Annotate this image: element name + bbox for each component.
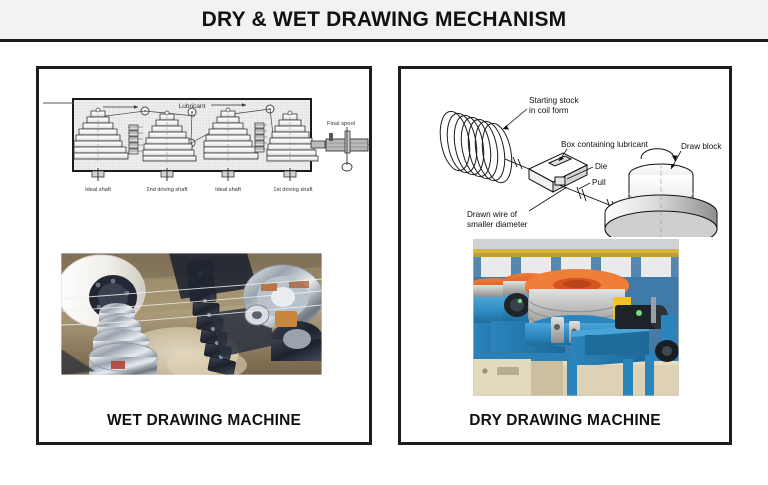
panel-caption-wet: WET DRAWING MACHINE	[106, 412, 302, 429]
label-starting-stock-line1: Starting stock	[529, 96, 580, 105]
label-draw-block: Draw block	[681, 142, 722, 151]
wet-drawing-machine-photo	[61, 253, 322, 375]
label-drawn-wire-line2: smaller diameter	[467, 220, 528, 229]
label-ideal-shaft-2: Ideal shaft	[215, 187, 241, 193]
wet-drawing-schematic: Lubricant	[43, 81, 369, 201]
label-final-spool: Final spool	[327, 121, 355, 127]
header-band: DRY & WET DRAWING MECHANISM	[0, 0, 768, 42]
label-lubricant: Lubricant	[179, 103, 206, 110]
label-drawn-wire-line1: Drawn wire of	[467, 210, 518, 219]
label-pull: Pull	[592, 178, 606, 187]
label-ideal-shaft-1: Ideal shaft	[85, 187, 111, 193]
page-title: DRY & WET DRAWING MECHANISM	[201, 7, 567, 31]
panel-caption-dry: DRY DRAWING MACHINE	[469, 412, 661, 429]
panel-wet-drawing-machine: Lubricant	[36, 66, 372, 445]
dry-drawing-machine-photo	[473, 239, 679, 396]
dry-drawing-schematic: Starting stock in coil form Box containi…	[409, 77, 727, 237]
label-starting-stock-line2: in coil form	[529, 106, 569, 115]
label-die: Die	[595, 162, 608, 171]
panel-dry-drawing-machine: Starting stock in coil form Box containi…	[398, 66, 732, 445]
label-box-containing-lubricant: Box containing lubricant	[561, 140, 649, 149]
label-1st-driving-shaft: 1st driving shaft	[273, 187, 313, 193]
label-2nd-driving-shaft: 2nd driving shaft	[146, 187, 187, 193]
